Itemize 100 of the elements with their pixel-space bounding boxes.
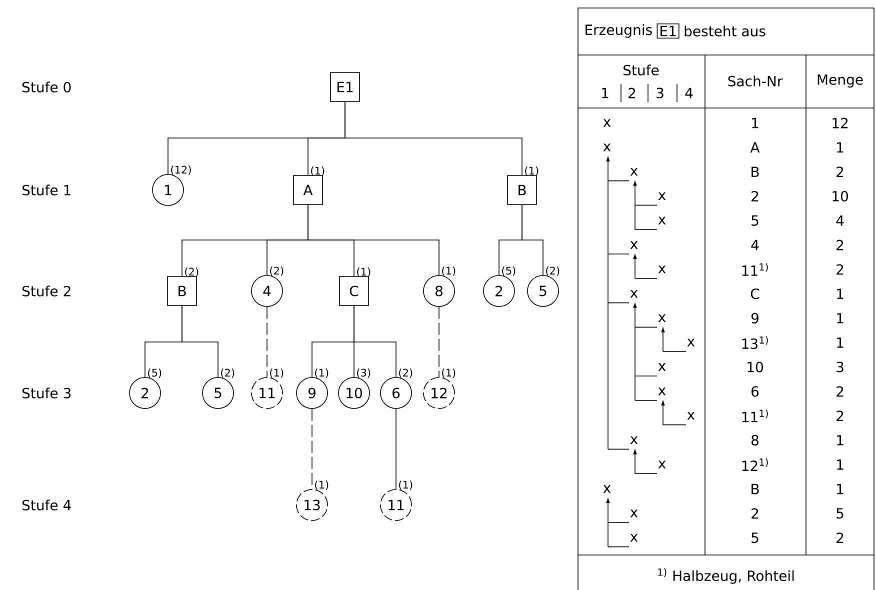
quantity-label: (5) (502, 266, 516, 276)
part-number: 6 (752, 386, 759, 397)
connector-line (344, 102, 522, 176)
quantity: 1 (837, 288, 844, 299)
part-number: 8 (752, 434, 758, 446)
level-mark: x (603, 119, 611, 127)
quantity: 1 (837, 313, 844, 324)
connector-line (182, 306, 218, 378)
level-mark: x (658, 460, 666, 468)
level-label: Stufe 1 (22, 184, 70, 196)
level-mark: x (630, 510, 638, 518)
quantity: 12 (832, 118, 848, 128)
part-number: C (750, 288, 760, 300)
part-number: 2 (752, 191, 758, 202)
level-label: Stufe 2 (22, 286, 70, 296)
level-mark: x (687, 412, 695, 420)
quantity: 4 (836, 216, 844, 226)
column-header: Sach-Nr (728, 76, 783, 86)
level-mark: x (603, 485, 611, 493)
part-number: 11$^{1)}$ (742, 409, 768, 422)
quantity: 5 (836, 508, 844, 519)
column-header: 1 (602, 88, 608, 98)
part-number: 2 (752, 508, 758, 519)
quantity: 2 (836, 264, 844, 275)
quantity-label: (1) (311, 166, 324, 176)
quantity: 2 (836, 532, 844, 543)
part-number: 11$^{1)}$ (742, 263, 768, 276)
level-mark: x (630, 290, 638, 298)
quantity-label: (1) (357, 268, 370, 277)
quantity-label: (5) (148, 368, 162, 378)
level-mark: x (658, 363, 666, 371)
part-box: A (293, 175, 323, 205)
level-mark: x (630, 168, 638, 176)
level-label: Stufe 4 (22, 500, 71, 510)
quantity-label: (3) (357, 368, 370, 378)
level-mark: x (687, 338, 695, 346)
quantity: 1 (837, 435, 844, 446)
quantity-label: (2) (270, 266, 284, 276)
level-mark: x (658, 216, 666, 224)
connector-line (438, 306, 440, 378)
quantity: 1 (837, 338, 844, 348)
level-label: Stufe 0 (22, 82, 71, 92)
column-header: Stufe (624, 64, 659, 76)
boxed-title-part: E1 (656, 24, 680, 38)
column-header: Menge (818, 74, 863, 88)
quantity: 1 (837, 142, 844, 152)
table-title: Erzeugnis (586, 24, 652, 38)
quantity-label: (2) (546, 266, 560, 276)
part-number: 5 (752, 215, 758, 226)
quantity-label: (12) (171, 166, 191, 175)
table-title: besteht aus (684, 26, 766, 36)
level-mark: x (630, 534, 638, 542)
quantity: 2 (836, 410, 844, 421)
quantity: 2 (836, 240, 844, 250)
level-mark: x (630, 436, 638, 444)
part-number: 1 (752, 118, 758, 128)
part-number: 13$^{1)}$ (742, 336, 768, 350)
connector-line (522, 204, 544, 276)
column-header: 3 (656, 88, 664, 98)
part-number: B (752, 484, 759, 494)
quantity-label: (2) (221, 368, 234, 378)
level-mark: x (658, 192, 666, 200)
column-header: 4 (685, 88, 693, 98)
quantity-label: (1) (442, 266, 456, 276)
quantity-label: (1) (315, 480, 328, 490)
quantity-label: (2) (399, 368, 412, 378)
part-number: 4 (751, 240, 759, 250)
part-box: E1 (330, 72, 360, 102)
footnote: $^{1)}$ Halbzeug, Rohteil (658, 568, 794, 584)
quantity: 1 (837, 460, 844, 470)
level-mark: x (630, 241, 638, 249)
quantity-label: (1) (525, 166, 538, 176)
level-mark: x (658, 388, 666, 396)
quantity: 1 (837, 484, 844, 494)
part-number: B (752, 166, 759, 177)
column-header: 2 (628, 88, 636, 98)
part-box: B (167, 276, 197, 306)
quantity-label: (1) (442, 368, 456, 378)
connector-line (266, 306, 268, 378)
quantity: 3 (836, 362, 844, 372)
quantity: 2 (836, 386, 844, 397)
part-box: B (507, 175, 537, 205)
connector-line (308, 204, 440, 276)
level-mark: x (658, 314, 666, 322)
part-number: 10 (748, 362, 763, 372)
part-number: 12$^{1)}$ (742, 458, 768, 471)
level-label: Stufe 3 (22, 388, 71, 398)
level-mark: x (603, 144, 611, 152)
quantity-label: (1) (315, 368, 328, 378)
part-number: 9 (751, 312, 758, 324)
level-mark: x (658, 266, 666, 274)
part-number: 5 (752, 532, 758, 544)
part-number: A (750, 142, 760, 152)
connector-line (354, 306, 396, 378)
quantity-label: (1) (399, 480, 412, 490)
part-box: C (339, 276, 369, 306)
quantity-label: (1) (270, 368, 284, 378)
quantity-label: (2) (185, 268, 198, 277)
quantity: 10 (832, 190, 848, 202)
quantity: 2 (836, 166, 844, 177)
